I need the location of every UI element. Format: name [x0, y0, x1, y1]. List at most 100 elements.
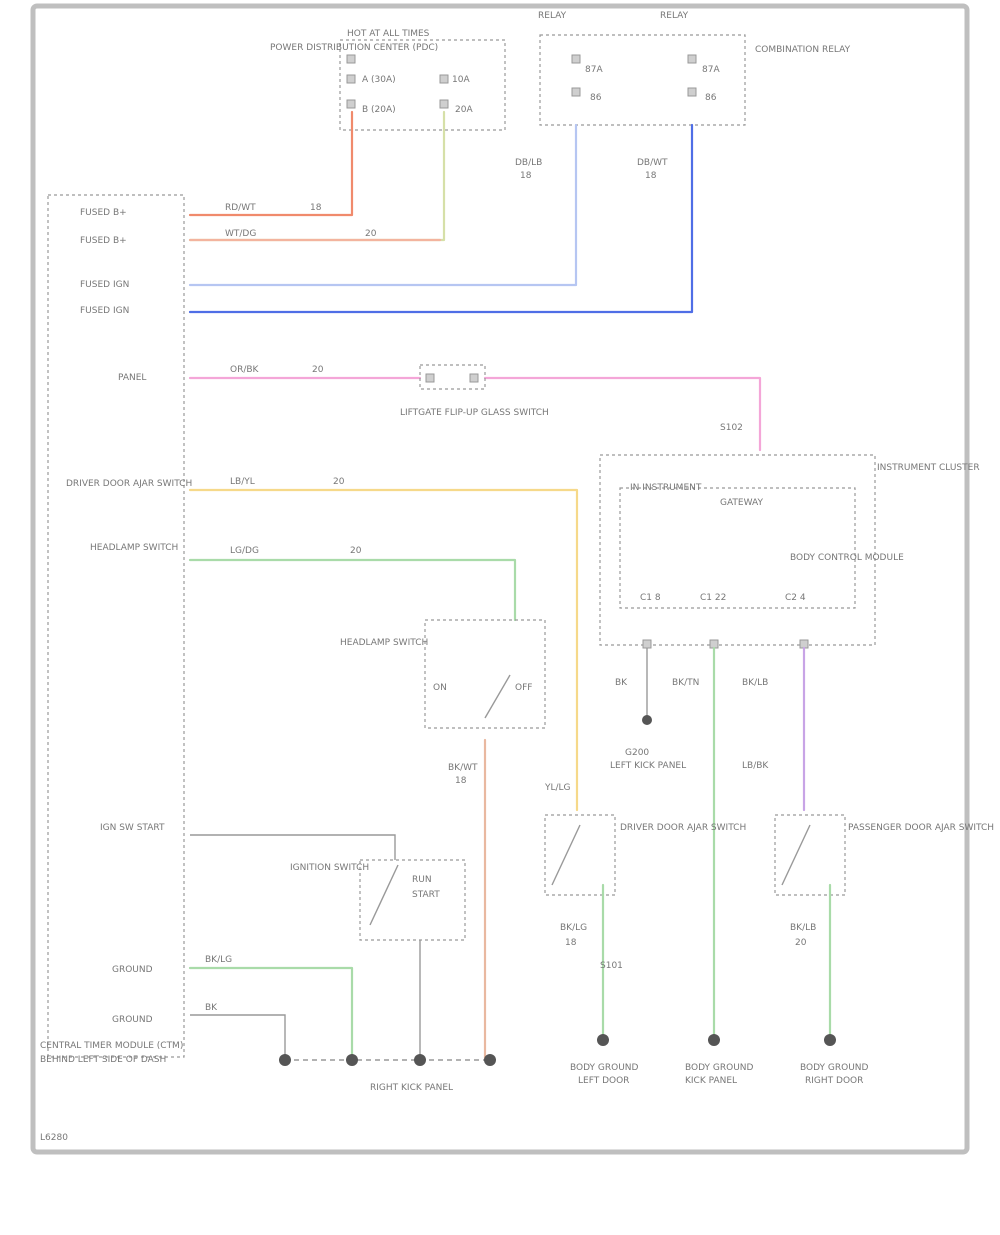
- wire-ground-green: [188, 966, 354, 1062]
- wire-w2-gauge: 20: [365, 229, 377, 239]
- headlamp-switch-blade: [484, 674, 511, 719]
- cluster-ground-dot: [642, 715, 652, 725]
- wire-w5-label: OR/BK: [230, 365, 260, 375]
- wire-w8-label: YL/LG: [544, 783, 571, 793]
- driver-door-switch-blade: [551, 824, 581, 886]
- relay-pin-right-2: 86: [705, 93, 717, 103]
- wire-w2-label: WT/DG: [225, 229, 256, 239]
- relay-term-4: [687, 87, 697, 97]
- wire-w15-label: BK: [615, 678, 628, 688]
- ignition-switch-blade: [369, 864, 399, 926]
- ground-body-mid: BODY GROUND: [685, 1063, 754, 1073]
- ctm-pin-7: HEADLAMP SWITCH: [90, 543, 178, 553]
- instrument-cluster-gateway: GATEWAY: [720, 498, 763, 508]
- wire-w4-gauge: 18: [645, 171, 657, 181]
- relay-term-1: [571, 54, 581, 64]
- ground-body-mid-sub: KICK PANEL: [685, 1076, 737, 1086]
- fuse-term-4: [439, 74, 449, 84]
- cluster-pin-3: C2 4: [785, 593, 806, 603]
- liftgate-switch-term-1: [425, 373, 435, 383]
- ctm-pin-5: PANEL: [118, 373, 146, 383]
- ctm-pin-4: FUSED IGN: [80, 306, 129, 316]
- cluster-pin-1: C1 8: [640, 593, 661, 603]
- wire-w6-label: LB/YL: [230, 477, 255, 487]
- cluster-term-2: [709, 639, 719, 649]
- relay-term-2: [571, 87, 581, 97]
- passenger-door-switch-label: PASSENGER DOOR AJAR SWITCH: [848, 823, 994, 833]
- wire-w12-label: BK/LB: [742, 678, 768, 688]
- ground-body-center-sub: LEFT DOOR: [578, 1076, 629, 1086]
- wire-w6-gauge: 20: [333, 477, 345, 487]
- wire-blue: [188, 123, 694, 314]
- liftgate-switch-term-2: [469, 373, 479, 383]
- wire-red: [188, 110, 354, 217]
- wire-w4-label: DB/WT: [637, 158, 668, 168]
- wire-w5-gauge: 20: [312, 365, 324, 375]
- fuse-box: [339, 39, 506, 131]
- relay-right-title: RELAY: [660, 11, 689, 21]
- wire-w14-gauge: 20: [795, 938, 807, 948]
- fuse-pin-left-2: B (20A): [362, 105, 396, 115]
- wire-pink-right: [483, 376, 762, 452]
- headlamp-switch-label: HEADLAMP SWITCH: [340, 638, 428, 648]
- ignition-pin-start: START: [412, 890, 440, 900]
- wire-w9-gauge: 18: [565, 938, 577, 948]
- ground-right-kick-label: RIGHT KICK PANEL: [370, 1083, 453, 1093]
- splice-label-2: S102: [720, 423, 743, 433]
- ground-dot-4: [484, 1054, 496, 1066]
- fuse-box-side-label: POWER DISTRIBUTION CENTER (PDC): [270, 43, 438, 53]
- fuse-term-1: [346, 54, 356, 64]
- ctm-pin-10: GROUND: [112, 1015, 153, 1025]
- splice-label-1: S101: [600, 961, 623, 971]
- instrument-cluster-module: BODY CONTROL MODULE: [790, 553, 904, 563]
- ground-left-kick-label: LEFT KICK PANEL: [610, 761, 686, 771]
- relay-side-label: COMBINATION RELAY: [755, 45, 851, 55]
- fuse-pin-left-1: A (30A): [362, 75, 396, 85]
- ignition-pin-run: RUN: [412, 875, 432, 885]
- cluster-term-3: [799, 639, 809, 649]
- wire-yellow: [188, 488, 579, 812]
- liftgate-switch-box: [419, 364, 486, 390]
- passenger-door-switch-blade: [781, 824, 811, 886]
- relay-left-title: RELAY: [538, 11, 567, 21]
- wire-ignition-feed: [190, 834, 396, 860]
- liftgate-switch-label: LIFTGATE FLIP-UP GLASS SWITCH: [400, 408, 549, 418]
- driver-door-switch-box: [544, 814, 616, 896]
- fuse-term-2: [346, 74, 356, 84]
- wire-ground-black: [190, 1014, 286, 1060]
- wire-w9-label: BK/LG: [560, 923, 587, 933]
- ground-dot-6: [708, 1034, 720, 1046]
- headlamp-pin-off: OFF: [515, 683, 532, 693]
- ground-body-right-sub: RIGHT DOOR: [805, 1076, 863, 1086]
- relay-pin-left-2: 86: [590, 93, 602, 103]
- ground-body-right: BODY GROUND: [800, 1063, 869, 1073]
- central-timer-module: [47, 194, 185, 1058]
- wire-w1-gauge: 18: [310, 203, 322, 213]
- instrument-cluster-inner: [619, 487, 856, 609]
- fuse-term-5: [439, 99, 449, 109]
- wire-green-headlamp: [188, 558, 517, 622]
- wire-w15b-label: BK: [205, 1003, 218, 1013]
- ground-dot-5: [597, 1034, 609, 1046]
- ctm-pin-1: FUSED B+: [80, 208, 127, 218]
- ctm-subtitle: BEHIND LEFT SIDE OF DASH: [40, 1055, 166, 1065]
- relay-pin-left-1: 87A: [585, 65, 603, 75]
- wire-w3-label: DB/LB: [515, 158, 542, 168]
- figure-id: L6280: [40, 1133, 68, 1143]
- wire-w3-gauge: 18: [520, 171, 532, 181]
- ground-dot-7: [824, 1034, 836, 1046]
- fuse-term-3: [346, 99, 356, 109]
- cluster-term-1: [642, 639, 652, 649]
- headlamp-switch-box: [424, 619, 546, 729]
- ground-center-label: G200: [625, 748, 649, 758]
- diagram-frame: [30, 3, 970, 1155]
- wire-w7-gauge: 20: [350, 546, 362, 556]
- wire-w13-label: LB/BK: [742, 761, 769, 771]
- relay-term-3: [687, 54, 697, 64]
- ctm-pin-2: FUSED B+: [80, 236, 127, 246]
- ignition-switch-label: IGNITION SWITCH: [290, 863, 369, 873]
- instrument-cluster-inner-label: IN INSTRUMENT: [630, 483, 702, 493]
- headlamp-pin-on: ON: [433, 683, 447, 693]
- ground-dot-1: [279, 1054, 291, 1066]
